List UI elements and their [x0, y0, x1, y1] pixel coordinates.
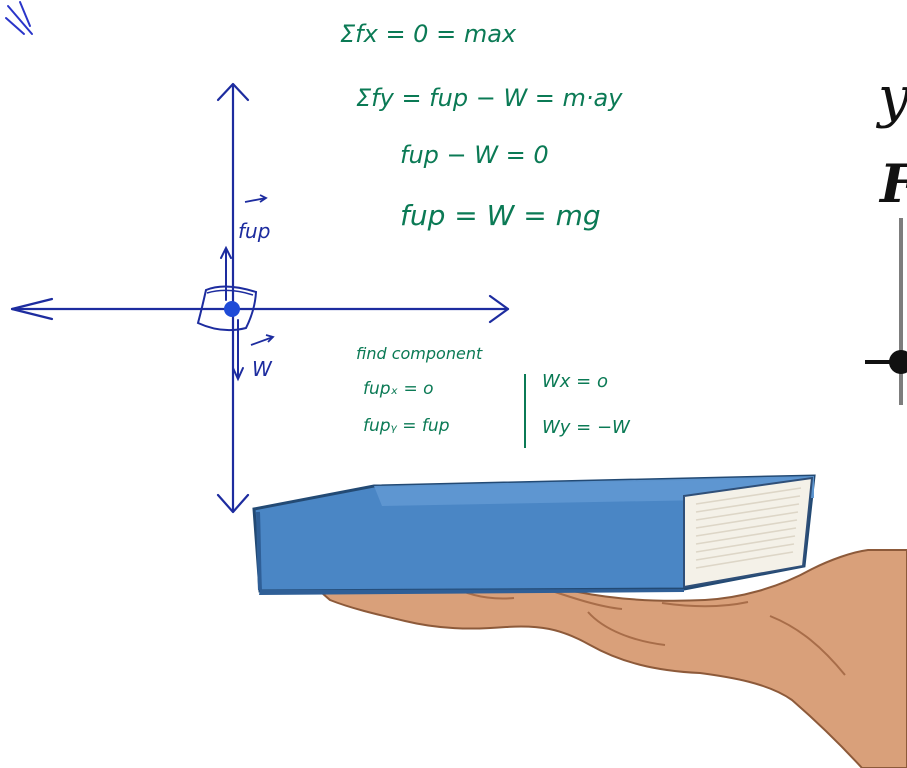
equation-block: Σfx = 0 = max Σfy = fup − W = m·ay fup −… [340, 20, 623, 232]
object-dot [224, 301, 240, 317]
component-heading: find component [356, 344, 483, 363]
clipped-right-content: y F [865, 65, 907, 405]
equation-fup-equals-w: fup = W = mg [400, 199, 601, 232]
book-pages [683, 476, 814, 589]
equation-fup-minus-w: fup − W = 0 [400, 141, 549, 169]
fup-y-component: fupᵧ = fup [363, 416, 450, 436]
equation-sum-fy: Σfy = fup − W = m·ay [356, 84, 623, 112]
component-notes: find component fupₓ = o fupᵧ = fup Wx = … [356, 344, 631, 448]
equation-sum-fx: Σfx = 0 = max [340, 20, 517, 48]
w-x-component: Wx = o [542, 371, 608, 392]
w-vector [232, 319, 244, 382]
top-left-scribble [5, 1, 33, 35]
vertical-axis-top-arrowhead [216, 82, 250, 102]
w-label: W [252, 357, 273, 381]
w-y-component: Wy = −W [542, 417, 631, 438]
clipped-f-letter: F [878, 154, 907, 215]
object-at-origin [196, 285, 258, 332]
vertical-axis-bottom-arrowhead [216, 493, 250, 514]
clipped-y-letter: y [875, 65, 907, 130]
horizontal-axis-left-arrowhead [10, 297, 54, 321]
fup-x-component: fupₓ = o [363, 379, 434, 399]
clipped-dot [889, 350, 907, 374]
book-illustration [252, 474, 816, 595]
book-spine-edge [256, 511, 262, 591]
fup-label: fup [238, 219, 270, 243]
fup-vector [220, 245, 232, 301]
book-bottom-shadow [259, 589, 684, 595]
coordinate-axes [10, 82, 510, 514]
fup-vector-label: fup [238, 194, 270, 243]
w-vector-label: W [250, 334, 275, 381]
horizontal-axis-right-arrowhead [488, 294, 510, 324]
